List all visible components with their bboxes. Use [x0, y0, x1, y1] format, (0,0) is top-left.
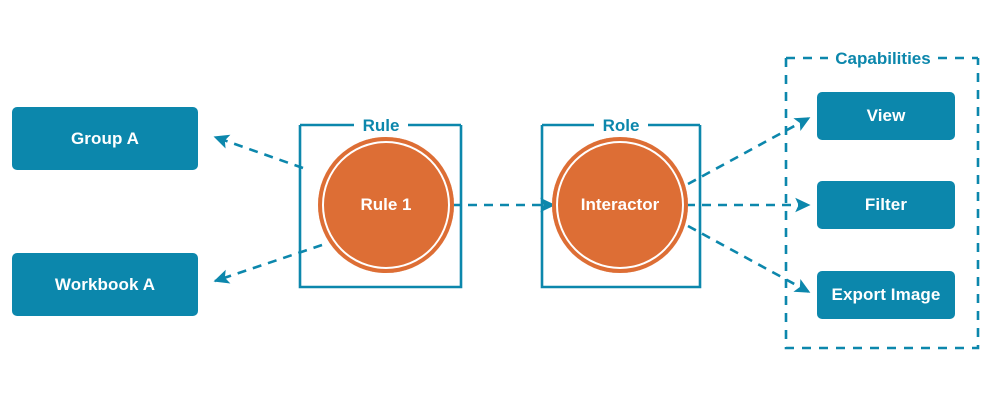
connector-role-to-view	[687, 116, 811, 186]
circle-interactor-label: Interactor	[580, 195, 660, 214]
capability-export-image-label: Export Image	[831, 285, 941, 304]
capability-filter[interactable]: Filter	[817, 181, 955, 229]
node-workbook-a-label: Workbook A	[54, 274, 156, 294]
group-label-rule: Rule	[354, 117, 408, 134]
capability-export-image[interactable]: Export Image	[817, 271, 955, 319]
group-frame-rule	[298, 123, 463, 289]
group-label-rule-text: Rule	[362, 116, 400, 135]
group-frame-role	[540, 123, 702, 289]
circle-rule-1[interactable]: Rule 1	[318, 137, 454, 273]
circle-interactor[interactable]: Interactor	[552, 137, 688, 273]
group-frame-capabilities	[784, 56, 980, 350]
node-group-a-label: Group A	[70, 128, 140, 148]
capability-view-label: View	[866, 106, 906, 125]
group-label-role: Role	[594, 117, 648, 134]
group-label-capabilities: Capabilities	[828, 50, 938, 67]
node-workbook-a[interactable]: Workbook A	[12, 253, 198, 316]
circle-rule-1-label: Rule 1	[360, 195, 412, 214]
node-group-a[interactable]: Group A	[12, 107, 198, 170]
group-label-capabilities-text: Capabilities	[835, 49, 931, 68]
connector-rule-to-workbook-a	[213, 243, 323, 284]
group-label-role-text: Role	[602, 116, 640, 135]
capability-view[interactable]: View	[817, 92, 955, 140]
capability-filter-label: Filter	[864, 195, 908, 214]
connector-role-to-export-image	[687, 224, 811, 294]
